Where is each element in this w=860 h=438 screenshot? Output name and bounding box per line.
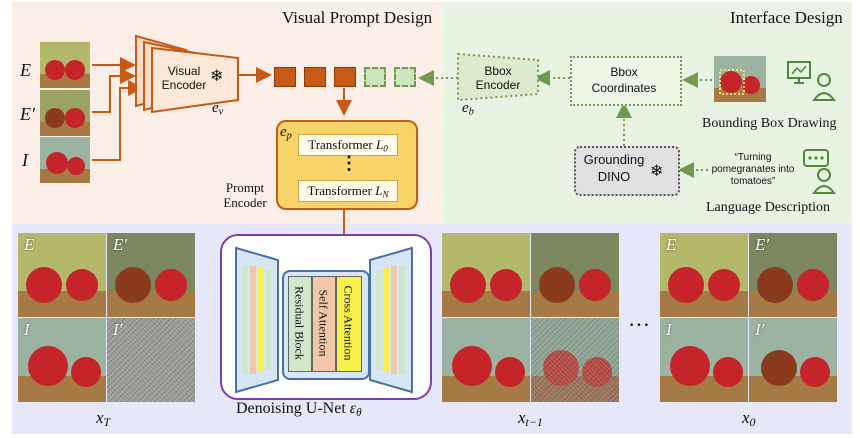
tile-label: E′ (755, 235, 770, 254)
grid-tile: E (18, 233, 106, 317)
self-attention-label: Self Attention (316, 289, 331, 357)
grid-caption: xT (96, 408, 111, 429)
tile-label: E (666, 235, 677, 254)
transformer-ellipsis: ⋮ (340, 153, 358, 173)
grid-caption: xt−1 (518, 408, 543, 429)
visual-encoder (134, 34, 240, 114)
tile-label: I′ (113, 320, 123, 339)
ellipsis-dots: … (628, 306, 650, 331)
grid-tile: E′ (749, 233, 837, 317)
bbox-encoder-symbol: eb (462, 100, 474, 118)
transformer-layer-first: Transformer L0 (298, 134, 398, 156)
unet-decoder-side (368, 246, 414, 394)
noise-texture (107, 318, 195, 402)
bbox-drawing-image (714, 56, 766, 102)
prompt-encoder-symbol: ep (280, 124, 292, 142)
token-bbox (394, 67, 416, 87)
token-bbox (364, 67, 386, 87)
grid-tile: I′ (749, 318, 837, 402)
cross-attention (336, 276, 362, 372)
chat-user-icon (800, 148, 840, 194)
unet-title: Denoising U-Net εθ (236, 400, 362, 419)
token-visual (274, 67, 296, 87)
visual-prompt-title: Visual Prompt Design (282, 8, 433, 27)
token-visual (334, 67, 356, 87)
cross-attention-label: Cross Attention (341, 285, 356, 361)
tile-label: E (24, 235, 35, 254)
self-attention (312, 276, 336, 372)
grid-tile: I (660, 318, 748, 402)
transformer-layer-last: Transformer LN (298, 180, 398, 202)
noise-texture (531, 318, 619, 402)
language-description-label: Language Description (706, 200, 831, 215)
tile-label: E′ (113, 235, 128, 254)
prompt-encoder-label: Prompt Encoder (223, 180, 267, 210)
grid-tile: E (660, 233, 748, 317)
image-label-i: I (22, 150, 28, 170)
grid-tile: I (18, 318, 106, 402)
grounding-dino-box (574, 146, 680, 196)
interface-title: Interface Design (730, 8, 843, 27)
grid-caption: x0 (742, 408, 756, 429)
input-image-query (40, 137, 90, 183)
grounding-dino-label: Grounding DINO (583, 152, 645, 184)
grid-tile (531, 233, 619, 317)
tile-label: I′ (755, 320, 765, 339)
grid-tile (442, 318, 530, 402)
bbox-coordinates-label: Bbox Coordinates (591, 65, 657, 95)
bbox-encoder (456, 52, 540, 102)
tile-label: I (24, 320, 30, 339)
language-quote: “Turning pomegranates into tomatoes” (711, 152, 795, 187)
snowflake-icon: ❄ (210, 68, 224, 85)
input-image-exemplar (40, 42, 90, 88)
grid-tile-noise: I′ (107, 318, 195, 402)
snowflake-icon: ❄ (650, 163, 664, 180)
token-visual (304, 67, 326, 87)
residual-block (288, 276, 312, 372)
bounding-box-drawing-label: Bounding Box Drawing (702, 116, 837, 131)
grid-tile (442, 233, 530, 317)
residual-block-label: Residual Block (292, 286, 307, 360)
drawing-user-icon (786, 58, 836, 104)
input-image-edited (40, 90, 90, 136)
grid-tile: E′ (107, 233, 195, 317)
bbox-coordinates-box (570, 56, 682, 106)
image-label-e: E (20, 60, 31, 80)
unet-encoder-side (234, 246, 280, 394)
image-label-e-prime: E′ (20, 104, 35, 124)
visual-encoder-label: Visual Encoder (161, 64, 207, 92)
grid-tile-partial-noise (531, 318, 619, 402)
visual-encoder-symbol: ev (212, 100, 224, 118)
bbox-encoder-label: Bbox Encoder (475, 64, 521, 92)
tile-label: I (666, 320, 672, 339)
